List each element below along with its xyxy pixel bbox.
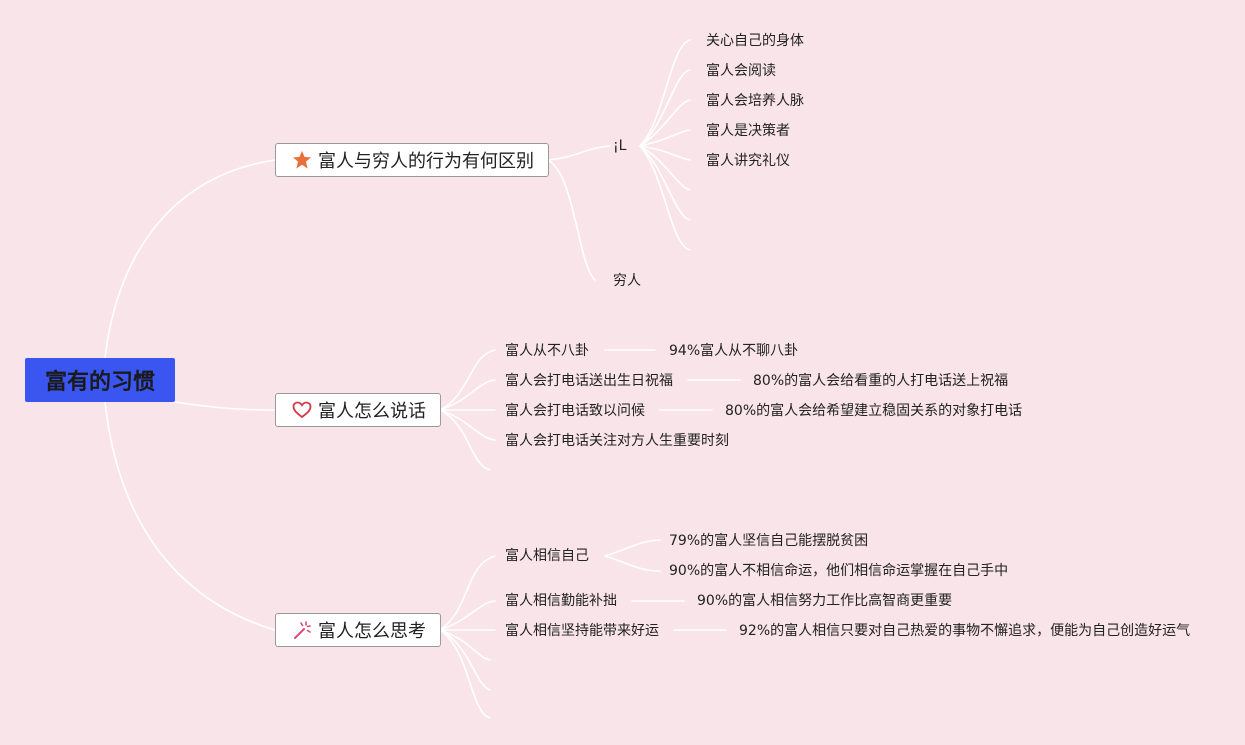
connector xyxy=(639,145,691,161)
list-item[interactable]: 富人相信勤能补拙 xyxy=(505,593,617,609)
connector xyxy=(639,69,691,147)
connector xyxy=(439,379,496,411)
branch-label: 富人怎么思考 xyxy=(318,621,426,642)
branch-label: 富人与穷人的行为有何区别 xyxy=(318,151,534,172)
list-item[interactable]: 关心自己的身体 xyxy=(706,33,804,49)
list-item[interactable]: 富人会打电话关注对方人生重要时刻 xyxy=(505,433,729,449)
detail-item[interactable]: 92%的富人相信只要对自己热爱的事物不懈追求，便能为自己创造好运气 xyxy=(739,623,1191,639)
magic-wand-icon xyxy=(292,620,312,640)
list-item[interactable]: 富人是决策者 xyxy=(706,123,790,139)
connector xyxy=(604,555,661,572)
connector xyxy=(639,145,691,221)
connector xyxy=(104,159,276,359)
connector xyxy=(104,401,276,631)
detail-item[interactable]: 94%富人从不聊八卦 xyxy=(669,343,799,359)
detail-item[interactable]: 80%的富人会给希望建立稳固关系的对象打电话 xyxy=(725,403,1023,419)
star-icon xyxy=(292,150,312,170)
branch-label: 富人怎么说话 xyxy=(318,401,426,422)
connector xyxy=(439,629,491,719)
list-item[interactable]: 富人讲究礼仪 xyxy=(706,153,790,169)
connector xyxy=(604,539,661,557)
detail-item[interactable]: 79%的富人坚信自己能摆脱贫困 xyxy=(669,533,869,549)
connector xyxy=(174,401,276,411)
root-topic-label: 富有的习惯 xyxy=(44,370,155,395)
connector xyxy=(639,129,691,147)
list-item[interactable]: 富人会培养人脉 xyxy=(706,93,804,109)
subtopic-rich[interactable]: ¡L xyxy=(613,138,627,154)
detail-item[interactable]: 90%的富人不相信命运，他们相信命运掌握在自己手中 xyxy=(669,563,1009,579)
detail-item[interactable]: 90%的富人相信努力工作比高智商更重要 xyxy=(697,593,953,609)
list-item[interactable]: 富人相信坚持能带来好运 xyxy=(505,623,659,639)
connector xyxy=(639,99,691,147)
connector xyxy=(439,409,491,471)
connector xyxy=(439,629,491,691)
connector xyxy=(439,600,496,631)
list-item[interactable]: 富人会打电话致以问候 xyxy=(505,403,645,419)
detail-item[interactable]: 80%的富人会给看重的人打电话送上祝福 xyxy=(753,373,1009,389)
connector xyxy=(639,145,691,191)
branch-how-rich-talk[interactable]: 富人怎么说话 xyxy=(275,393,441,427)
root-topic[interactable]: 富有的习惯 xyxy=(25,358,175,402)
subtopic-poor[interactable]: 穷人 xyxy=(613,273,641,289)
connector xyxy=(547,159,596,281)
connector xyxy=(639,145,691,251)
list-item[interactable]: 富人会打电话送出生日祝福 xyxy=(505,373,673,389)
list-item[interactable]: 富人从不八卦 xyxy=(505,343,589,359)
connector xyxy=(547,145,611,161)
connector xyxy=(439,629,491,661)
connector xyxy=(639,39,691,147)
connector xyxy=(439,409,496,441)
heart-icon xyxy=(292,400,312,420)
connector xyxy=(439,555,496,631)
list-item[interactable]: 富人相信自己 xyxy=(505,548,589,564)
connector xyxy=(439,349,496,411)
list-item[interactable]: 富人会阅读 xyxy=(706,63,776,79)
branch-how-rich-think[interactable]: 富人怎么思考 xyxy=(275,613,441,647)
branch-rich-vs-poor[interactable]: 富人与穷人的行为有何区别 xyxy=(275,143,549,177)
